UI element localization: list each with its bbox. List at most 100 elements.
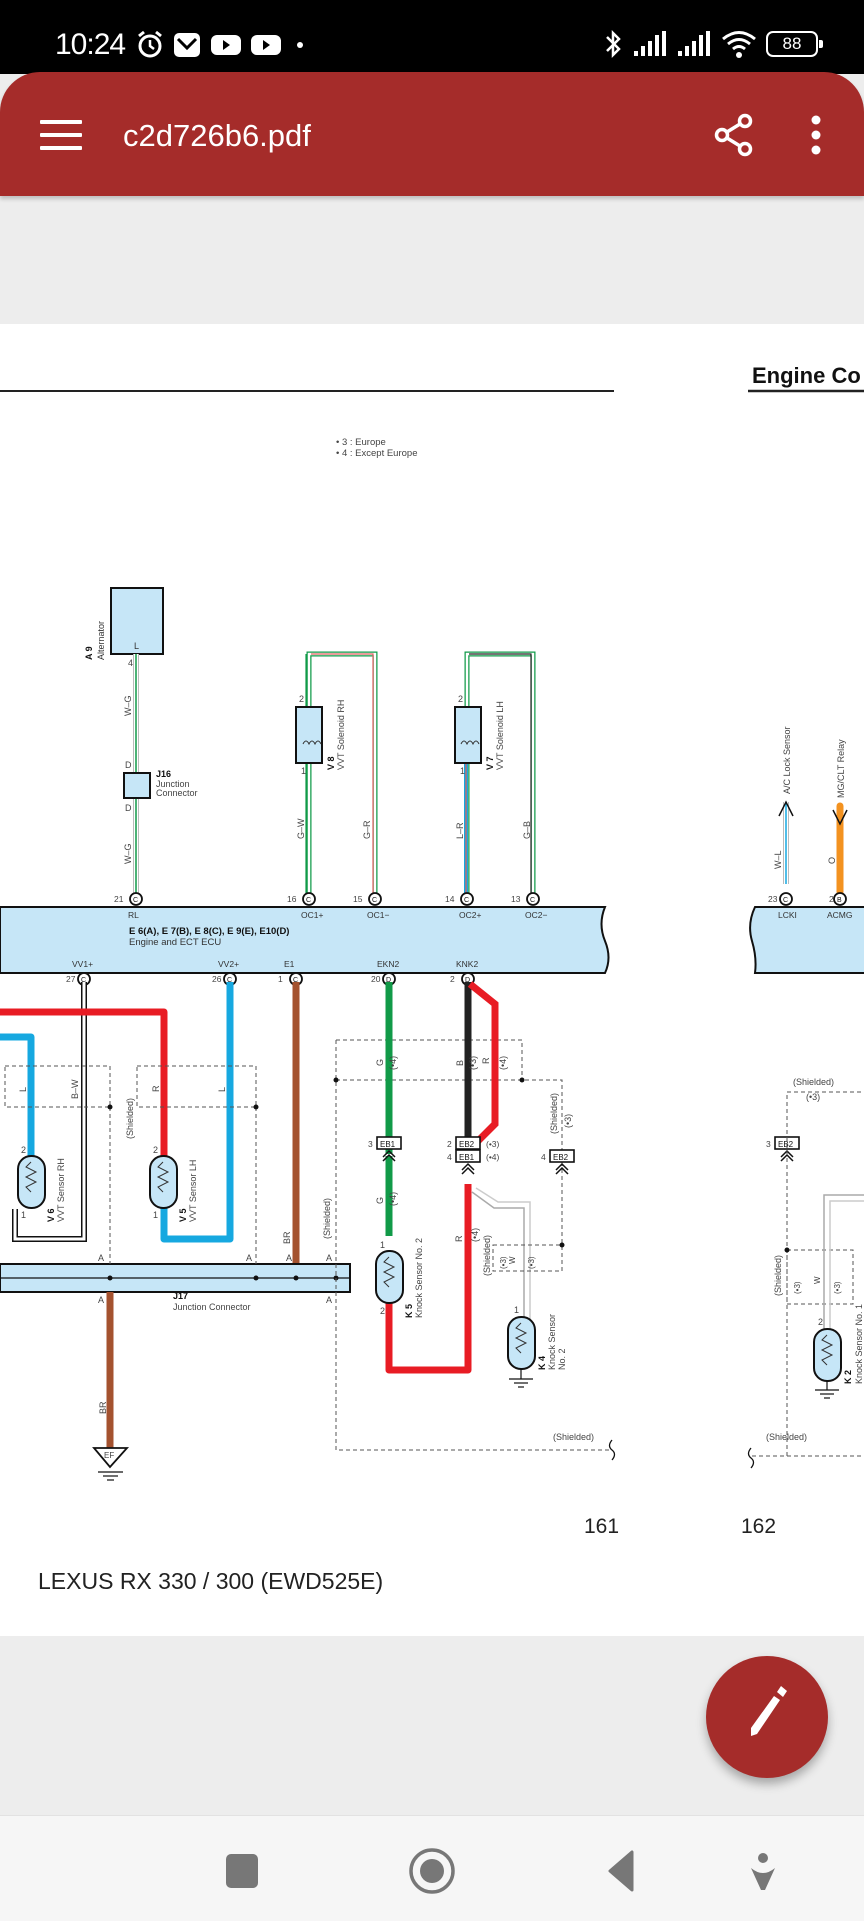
label-2-conn: C (293, 977, 298, 984)
label-1-label: ACMG (827, 910, 853, 920)
label-j17-pin: A (98, 1295, 104, 1305)
share-icon[interactable] (712, 112, 756, 158)
label-v6-pin-bottom: 1 (21, 1210, 26, 1220)
ecu-id: E 6(A), E 7(B), E 8(C), E 9(E), E10(D) (129, 926, 289, 937)
label-eb2-right-label: EB2 (553, 1153, 569, 1162)
label-labels-n4: (•4) (388, 1056, 398, 1070)
v6-sensor (17, 1155, 46, 1209)
label-v5-pin-bottom: 1 (153, 1210, 158, 1220)
label-v6-wire-2: B–W (70, 1079, 80, 1099)
label-0-label: LCKI (778, 910, 797, 920)
label-k4-name1: Knock Sensor (547, 1314, 557, 1370)
label-labels-shielded: (Shielded) (773, 1255, 783, 1296)
label-v8-pin-top: 2 (299, 694, 304, 704)
label-k4-id: K 4 (537, 1356, 547, 1370)
label-j16-name1: Junction (156, 779, 190, 789)
label-eb1-mid-note: (•4) (486, 1152, 500, 1162)
label-v8-pin-bottom: 1 (301, 766, 306, 776)
label-2-label: E1 (284, 959, 295, 969)
label-0-num: 21 (114, 894, 124, 904)
note-europe: • 3 : Europe (336, 437, 386, 448)
label-v8-wire-left: G–W (296, 818, 306, 839)
page-number-162: 162 (741, 1515, 777, 1538)
label-v5-wire-2: L (217, 1087, 227, 1092)
label-labels-n3: (•3) (563, 1114, 573, 1128)
label-j17-pin: A (326, 1253, 332, 1263)
label-4-num: 13 (511, 894, 521, 904)
label-0-conn: C (81, 977, 86, 984)
edit-fab-button[interactable] (706, 1656, 828, 1778)
label-2-num: 15 (353, 894, 363, 904)
label-eb1-left-pin: 3 (368, 1139, 373, 1149)
label-labels-b: B (455, 1060, 465, 1066)
label-labels-shielded: (Shielded) (766, 1432, 807, 1442)
signal-icon (678, 31, 710, 56)
label-3-label: EKN2 (377, 959, 399, 969)
label-eb2-mid-note: (•3) (486, 1139, 500, 1149)
back-button[interactable] (598, 1846, 648, 1896)
dot-icon (297, 42, 303, 48)
label-labels-shielded: (Shielded) (322, 1198, 332, 1239)
label-eb2-mid-label: EB2 (459, 1140, 475, 1149)
label-k5-id: K 5 (404, 1304, 414, 1318)
label-j16-pin-bottom: D (125, 803, 132, 813)
label-k4-name2: No. 2 (557, 1348, 567, 1370)
label-k2-name: Knock Sensor No. 1 (854, 1304, 864, 1384)
label-j16-pin-top: D (125, 760, 132, 770)
label-eb2-far-pin: 3 (766, 1139, 771, 1149)
label-v7-wire-right: G–B (522, 821, 532, 839)
connector-eb2_mid: EB2 2 (•3) (447, 1136, 500, 1150)
label-labels-r: R (481, 1057, 491, 1064)
label-ground-wire: BR (98, 1401, 108, 1414)
accessibility-button[interactable] (737, 1846, 787, 1896)
label-1-num: 16 (287, 894, 297, 904)
label-1-conn: C (306, 897, 311, 904)
home-button[interactable] (407, 1846, 457, 1896)
label-0-conn: C (133, 897, 138, 904)
label-4-num: 2 (450, 974, 455, 984)
label-labels-n3: (•3) (468, 1056, 478, 1070)
signal-icon (634, 31, 666, 56)
label-labels-r: R (454, 1235, 464, 1242)
ecu-block (0, 906, 610, 974)
label-4-conn: C (530, 897, 535, 904)
label-labels-shielded: (Shielded) (549, 1093, 559, 1134)
label-k5-pin-bottom: 2 (380, 1306, 385, 1316)
k5-knock-sensor (375, 1250, 404, 1304)
mail-icon (174, 33, 200, 57)
hamburger-menu-icon[interactable] (40, 120, 82, 150)
label-4-label: OC2− (525, 910, 547, 920)
label-1-num: 2 (829, 894, 834, 904)
label-labels-g: G (375, 1059, 385, 1066)
label-v7-pin-top: 2 (458, 694, 463, 704)
label-labels-n3: (•3) (793, 1281, 802, 1294)
label-0-label: RL (128, 910, 139, 920)
label-v7-id: V 7 (485, 756, 495, 770)
label-v8-id: V 8 (326, 756, 336, 770)
pdf-page[interactable]: Engine Co • 3 : Europe • 4 : Except Euro… (0, 324, 864, 1636)
label-0-num: 23 (768, 894, 778, 904)
label-k2-pin: 2 (818, 1317, 823, 1327)
label-labels-n4: (•4) (470, 1228, 480, 1242)
label-eb2-mid-pin: 2 (447, 1139, 452, 1149)
label-v5-name: VVT Sensor LH (188, 1160, 198, 1222)
document-footer: LEXUS RX 330 / 300 (EWD525E) (38, 1568, 384, 1594)
label-labels-shielded: (Shielded) (553, 1432, 594, 1442)
app-bar: c2d726b6.pdf (0, 72, 864, 196)
label-eb1-mid-label: EB1 (459, 1153, 475, 1162)
label-3-conn: C (464, 897, 469, 904)
label-components-e1-wire: BR (282, 1231, 292, 1244)
label-0-num: 27 (66, 974, 76, 984)
v7-solenoid (454, 706, 482, 764)
label-0-conn: C (783, 897, 788, 904)
recents-button[interactable] (217, 1846, 267, 1896)
alarm-icon (138, 30, 162, 58)
pencil-edit-icon (751, 1686, 787, 1736)
label-j16-id: J16 (156, 769, 171, 779)
more-vert-icon[interactable] (805, 112, 827, 158)
wifi-icon (722, 31, 756, 58)
